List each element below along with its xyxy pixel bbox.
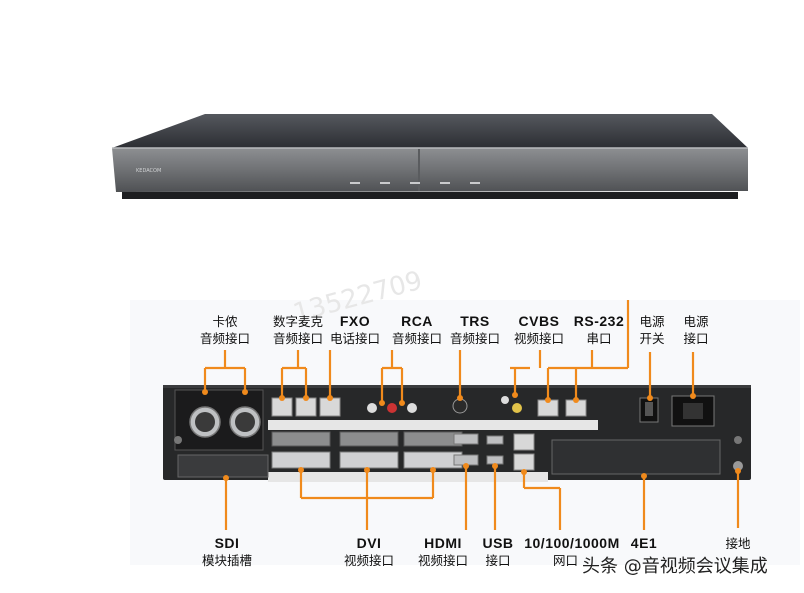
device-front-leds — [350, 182, 480, 184]
label-4e1: 4E1 — [630, 535, 658, 551]
dvi-ports — [271, 451, 463, 469]
device-front-face — [112, 148, 748, 192]
e1-module-slot — [551, 439, 721, 475]
label-power-port: 电源接口 — [683, 314, 709, 346]
callout-lines — [203, 300, 740, 530]
canon-xlr-ports — [174, 389, 264, 451]
device-base — [122, 192, 738, 199]
trs-port — [452, 398, 468, 414]
device-front-view: KEDACOM — [112, 114, 748, 199]
device-top-surface — [112, 114, 748, 148]
ethernet-ports — [513, 433, 535, 471]
sdi-module-slot — [177, 454, 269, 478]
label-digital-mic: 数字麦克音频接口 — [272, 314, 323, 346]
device-brand: KEDACOM — [136, 168, 161, 174]
watermark-text: 头条 @音视频会议集成 — [582, 556, 768, 577]
label-power-switch: 电源开关 — [639, 314, 665, 346]
cvbs-ports — [501, 396, 522, 413]
label-canon: 卡侬音频接口 — [199, 314, 250, 346]
label-ground: 接地 — [725, 536, 751, 551]
rca-ports — [367, 403, 417, 413]
